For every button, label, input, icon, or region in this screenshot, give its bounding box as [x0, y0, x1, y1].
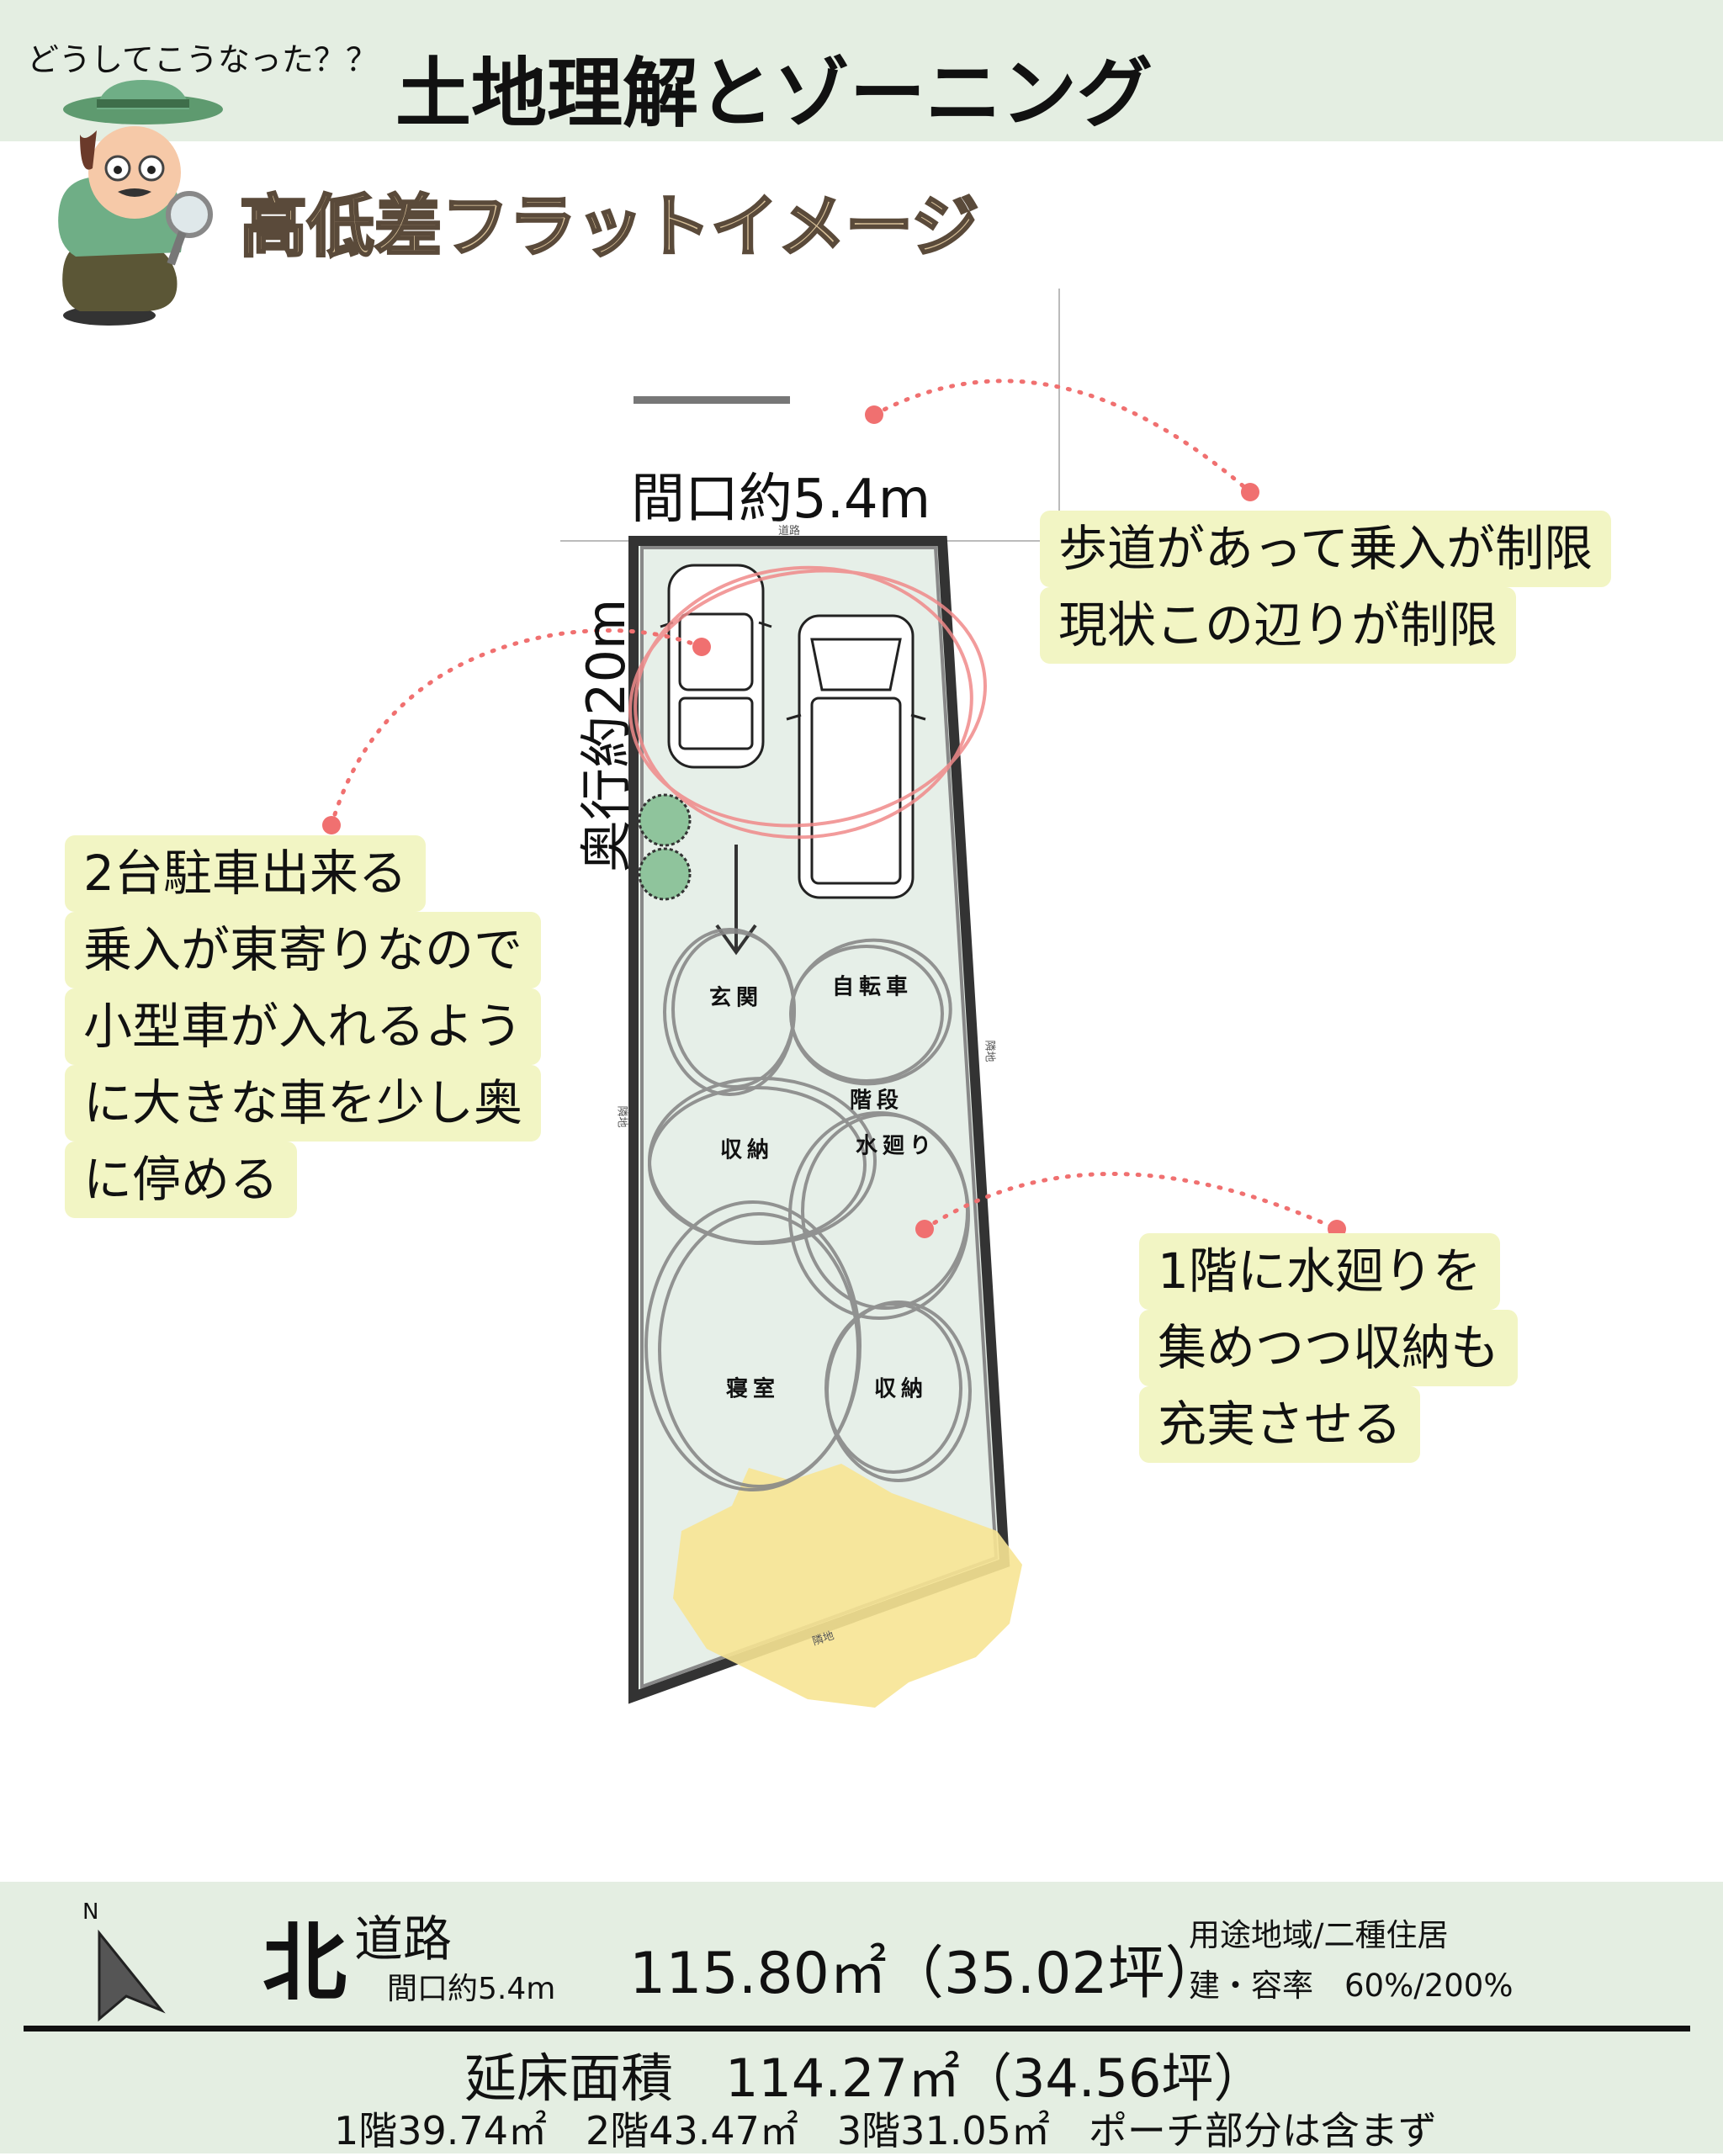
restriction-area-ellipse: [628, 565, 987, 840]
callout-line: 集めつつ収納も: [1139, 1310, 1519, 1386]
total-floor-area: 延床面積 114.27㎡（34.56坪）: [464, 2047, 1266, 2109]
neighbor-label-east: 隣地: [983, 1040, 996, 1062]
footer-frontage: 間口約5.4m: [387, 1972, 556, 2006]
tree-icon: [638, 847, 692, 901]
page-subtitle: 高低差フラットイメージ: [238, 187, 979, 268]
compass-label: N: [82, 1899, 99, 1925]
leader-dots: [322, 405, 1346, 1238]
floor-breakdown: 1階39.74㎡ 2階43.47㎡ 3階31.05㎡ ポーチ部分は含まず: [334, 2108, 1437, 2153]
room-storage-2: 収納: [873, 1376, 929, 1402]
leader-line: [872, 379, 1253, 495]
callout-line: 現状この辺りが制限: [1040, 587, 1517, 664]
callout-line: に大きな車を少し奥: [65, 1065, 542, 1142]
leader-line: [922, 1172, 1339, 1232]
header-kicker: どうしてこうなった？？: [27, 41, 378, 78]
leader-line: [329, 628, 704, 828]
depth-label: 奥行約20m: [575, 598, 637, 872]
callout-line: 歩道があって乗入が制限: [1040, 511, 1612, 587]
tree-icon: [638, 793, 692, 847]
frontage-label: 間口約5.4m: [631, 469, 931, 531]
callout-line: 小型車が入れるよう: [65, 988, 542, 1065]
direction-label: 北: [262, 1914, 347, 2012]
room-water: 水廻り: [855, 1133, 937, 1159]
small-car-icon: [660, 564, 772, 769]
callout-line: 1階に水廻りを: [1139, 1233, 1500, 1310]
room-bedroom: 寝室: [725, 1376, 781, 1402]
zoning-label: 用途地域/二種住居: [1189, 1917, 1449, 1953]
callout-line: 2台駐車出来る: [65, 835, 426, 912]
neighbor-label-west: 隣地: [615, 1105, 628, 1128]
callout-parking: 2台駐車出来る 乗入が東寄りなので 小型車が入れるよう に大きな車を少し奥 に停…: [65, 835, 542, 1218]
header-band: [0, 0, 1723, 141]
footer-band: [0, 1882, 1723, 2153]
detective-character-illustration: [58, 80, 223, 326]
callout-line: に停める: [65, 1142, 298, 1218]
footer-divider: [24, 2026, 1690, 2032]
callout-line: 乗入が東寄りなので: [65, 912, 542, 988]
room-entrance: 玄関: [708, 985, 764, 1011]
room-storage: 収納: [719, 1137, 775, 1163]
room-bicycle: 自転車: [831, 974, 914, 1000]
callout-water: 1階に水廻りを 集めつつ収納も 充実させる: [1139, 1233, 1519, 1463]
callout-sidewalk: 歩道があって乗入が制限 現状この辺りが制限: [1040, 511, 1612, 664]
yellow-highlight-patch: [673, 1464, 1022, 1708]
north-arrow-icon: [98, 1929, 166, 2022]
scale-bar: [634, 396, 790, 404]
room-stairs: 階段: [849, 1088, 904, 1114]
large-car-icon: [786, 614, 926, 899]
coverage-ratios: 建・容率 60%/200%: [1189, 1968, 1514, 2004]
road-label: 道路: [778, 525, 801, 538]
page-title: 土地理解とゾーニング: [395, 50, 1153, 138]
zoning-circles: [644, 928, 972, 1491]
road-direction-label: 道路: [354, 1910, 453, 1968]
callout-line: 充実させる: [1139, 1386, 1421, 1463]
site-area: 115.80㎡（35.02坪）: [629, 1941, 1222, 2007]
